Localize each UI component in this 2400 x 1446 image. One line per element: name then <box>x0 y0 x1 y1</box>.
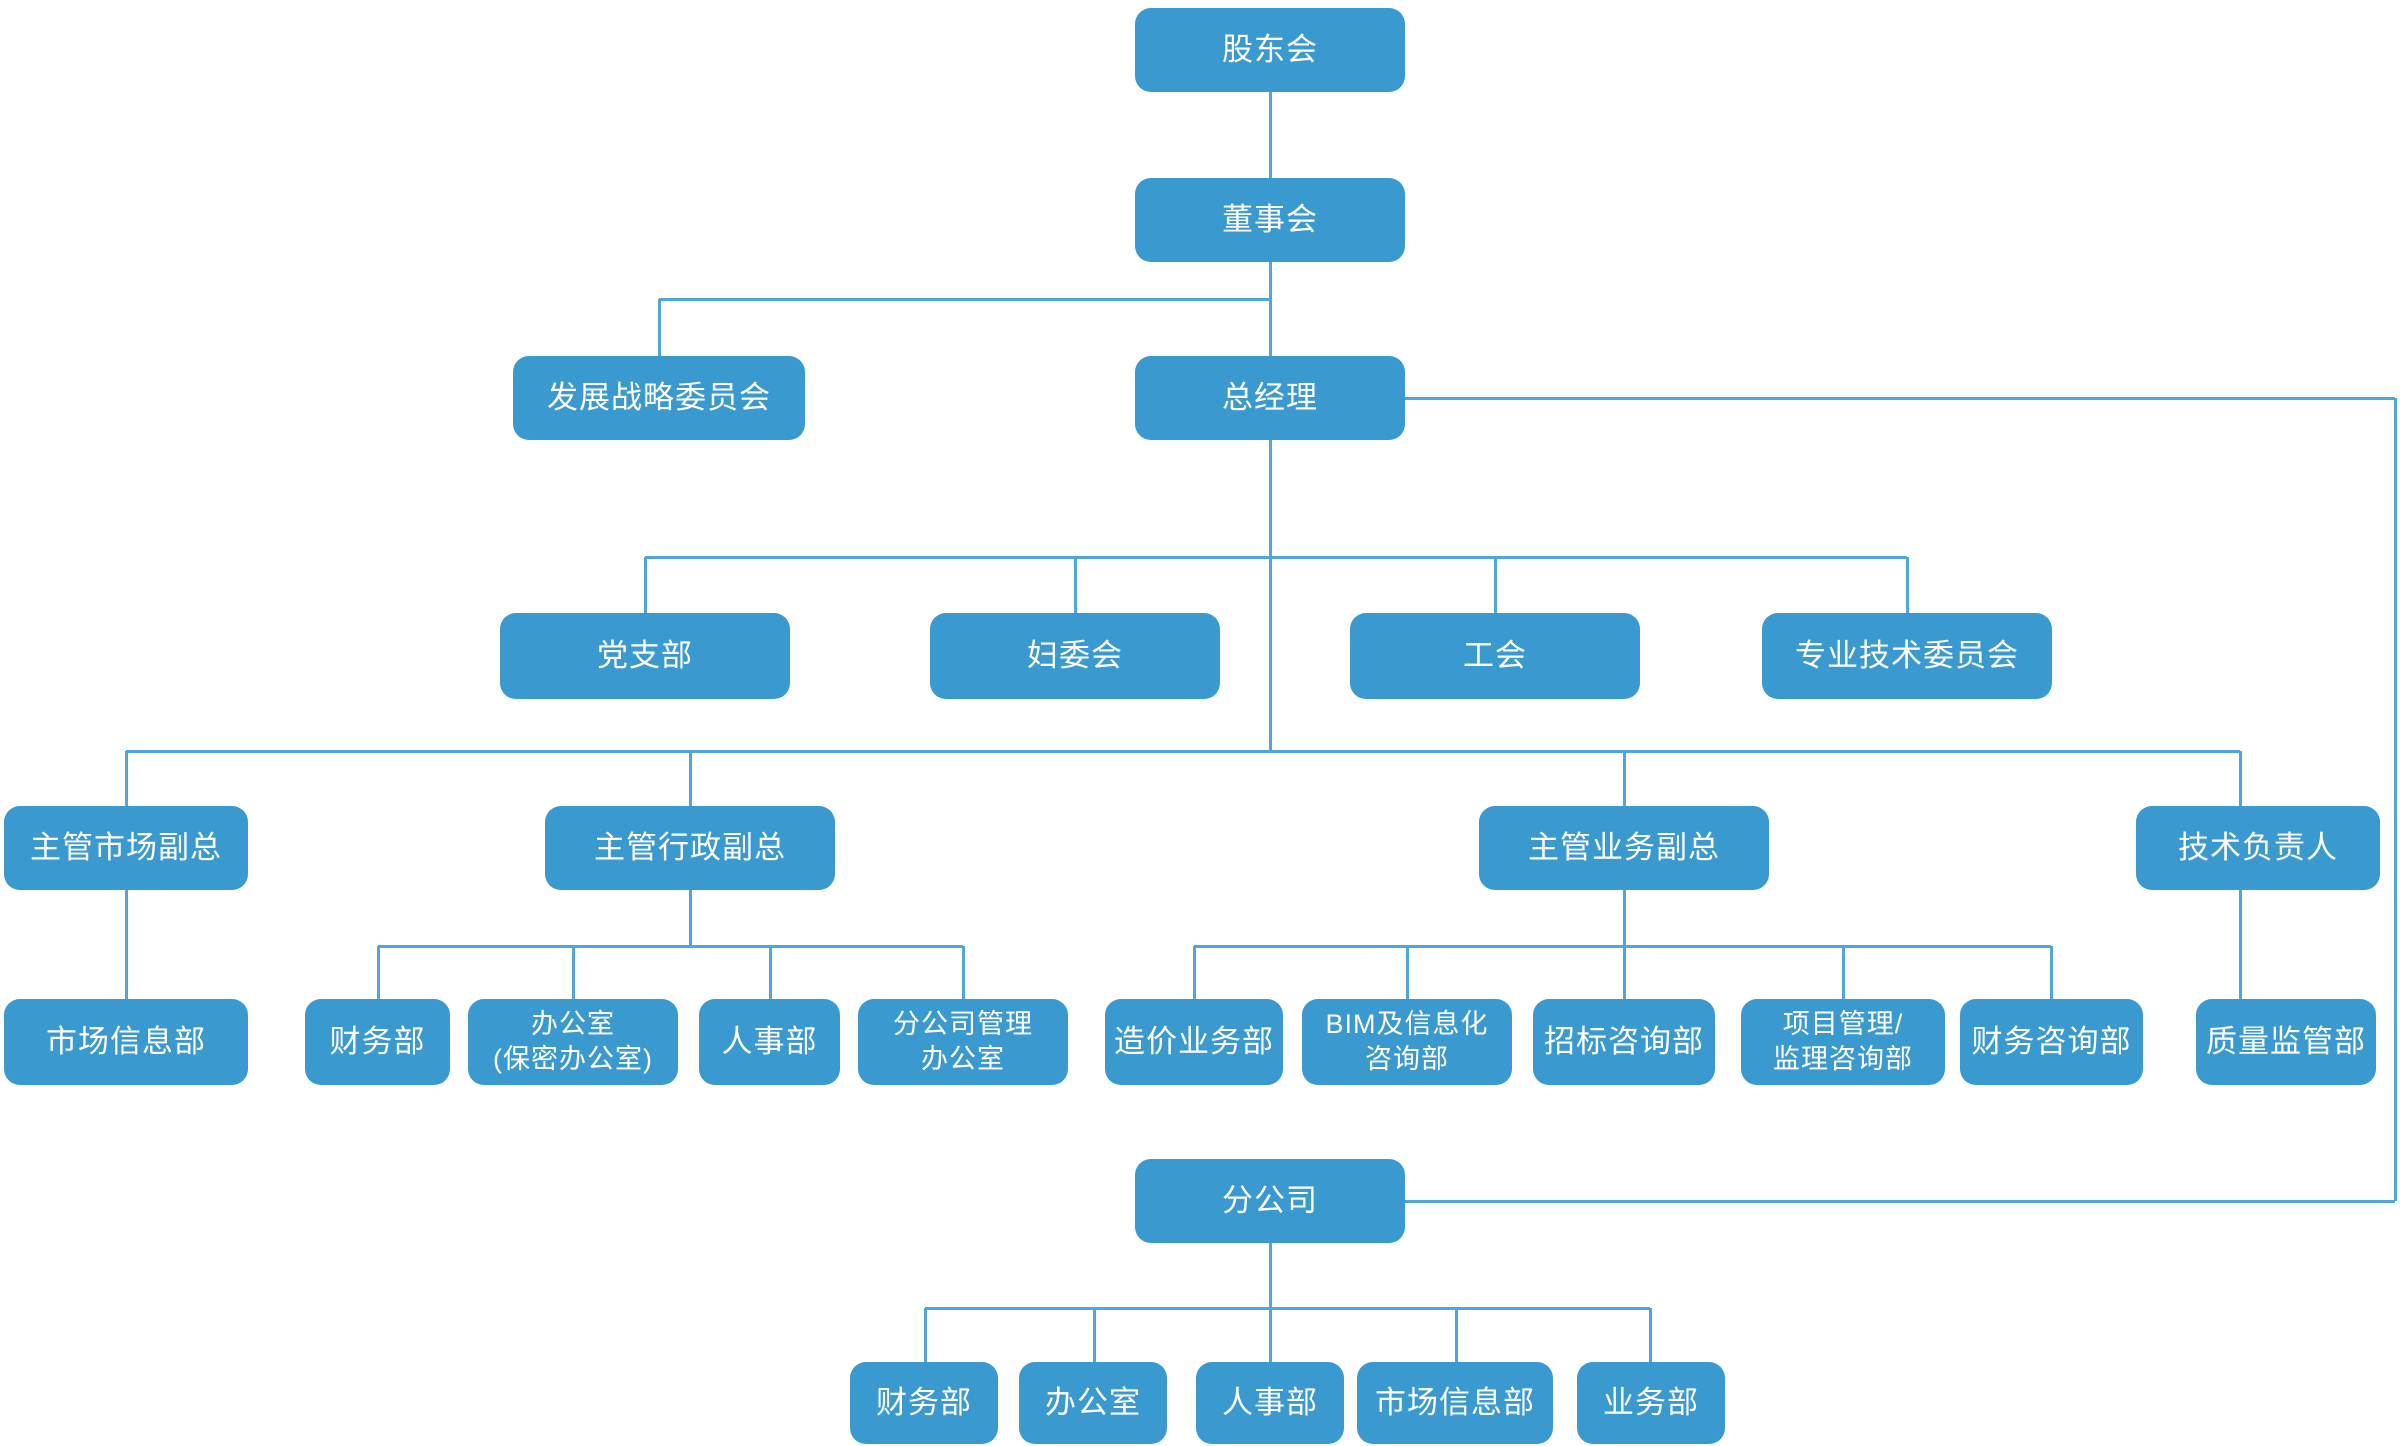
connector-line <box>126 749 2240 753</box>
vp-market-node: 主管市场副总 <box>4 806 248 890</box>
connector-line <box>1092 1308 1096 1362</box>
connector-line <box>1841 946 1845 999</box>
cost-business-dept-node: 造价业务部 <box>1105 999 1283 1085</box>
connector-line <box>1268 1308 1272 1362</box>
connector-line <box>2393 398 2397 1201</box>
finance-dept-node: 财务部 <box>305 999 450 1085</box>
shareholders-meeting-node: 股东会 <box>1135 8 1405 92</box>
office-confidential-node: 办公室 (保密办公室) <box>468 999 678 1085</box>
connector-line <box>768 946 772 999</box>
project-mgmt-supervision-dept-node: 项目管理/ 监理咨询部 <box>1741 999 1945 1085</box>
general-manager-node: 总经理 <box>1135 356 1405 440</box>
connector-line <box>688 890 692 946</box>
financial-consulting-dept-node: 财务咨询部 <box>1960 999 2143 1085</box>
connector-line <box>2238 751 2242 806</box>
connector-line <box>1194 944 2051 948</box>
connector-line <box>1268 92 1272 178</box>
board-of-directors-node: 董事会 <box>1135 178 1405 262</box>
branch-hr-dept-node: 人事部 <box>1196 1362 1344 1444</box>
connector-line <box>1405 946 1409 999</box>
connector-line <box>643 557 647 613</box>
connector-line <box>645 555 1907 559</box>
connector-line <box>124 751 128 806</box>
connector-line <box>923 1308 927 1362</box>
branch-business-dept-node: 业务部 <box>1577 1362 1725 1444</box>
connector-line <box>1268 262 1272 356</box>
connector-line <box>378 944 963 948</box>
connector-line <box>1493 557 1497 613</box>
connector-line <box>961 946 965 999</box>
vp-business-node: 主管业务副总 <box>1479 806 1769 890</box>
connector-line <box>2238 890 2242 999</box>
branch-finance-dept-node: 财务部 <box>850 1362 998 1444</box>
branch-management-office-node: 分公司管理 办公室 <box>858 999 1068 1085</box>
party-branch-node: 党支部 <box>500 613 790 699</box>
connector-line <box>1454 1308 1458 1362</box>
connector-line <box>124 890 128 999</box>
bidding-consulting-dept-node: 招标咨询部 <box>1533 999 1715 1085</box>
connector-line <box>1648 1308 1652 1362</box>
bim-info-consulting-dept-node: BIM及信息化 咨询部 <box>1302 999 1512 1085</box>
vp-admin-node: 主管行政副总 <box>545 806 835 890</box>
labor-union-node: 工会 <box>1350 613 1640 699</box>
branch-company-node: 分公司 <box>1135 1159 1405 1243</box>
market-info-dept-node: 市场信息部 <box>4 999 248 1085</box>
connector-line <box>688 751 692 806</box>
tech-director-node: 技术负责人 <box>2136 806 2380 890</box>
connector-line <box>925 1306 1650 1310</box>
connector-line <box>1073 557 1077 613</box>
branch-office-node: 办公室 <box>1019 1362 1167 1444</box>
connector-line <box>659 297 1270 301</box>
development-strategy-committee-node: 发展战略委员会 <box>513 356 805 440</box>
connector-line <box>657 299 661 356</box>
connector-line <box>1268 1243 1272 1308</box>
connector-line <box>1268 440 1272 751</box>
women-committee-node: 妇委会 <box>930 613 1220 699</box>
connector-line <box>2049 946 2053 999</box>
quality-supervision-dept-node: 质量监管部 <box>2196 999 2376 1085</box>
connector-line <box>1622 751 1626 806</box>
hr-dept-node: 人事部 <box>699 999 840 1085</box>
branch-market-info-dept-node: 市场信息部 <box>1357 1362 1553 1444</box>
connector-line <box>1405 396 2395 400</box>
connector-line <box>1905 557 1909 613</box>
connector-line <box>1192 946 1196 999</box>
connector-line <box>376 946 380 999</box>
professional-tech-committee-node: 专业技术委员会 <box>1762 613 2052 699</box>
connector-line <box>571 946 575 999</box>
connector-line <box>1405 1199 2395 1203</box>
